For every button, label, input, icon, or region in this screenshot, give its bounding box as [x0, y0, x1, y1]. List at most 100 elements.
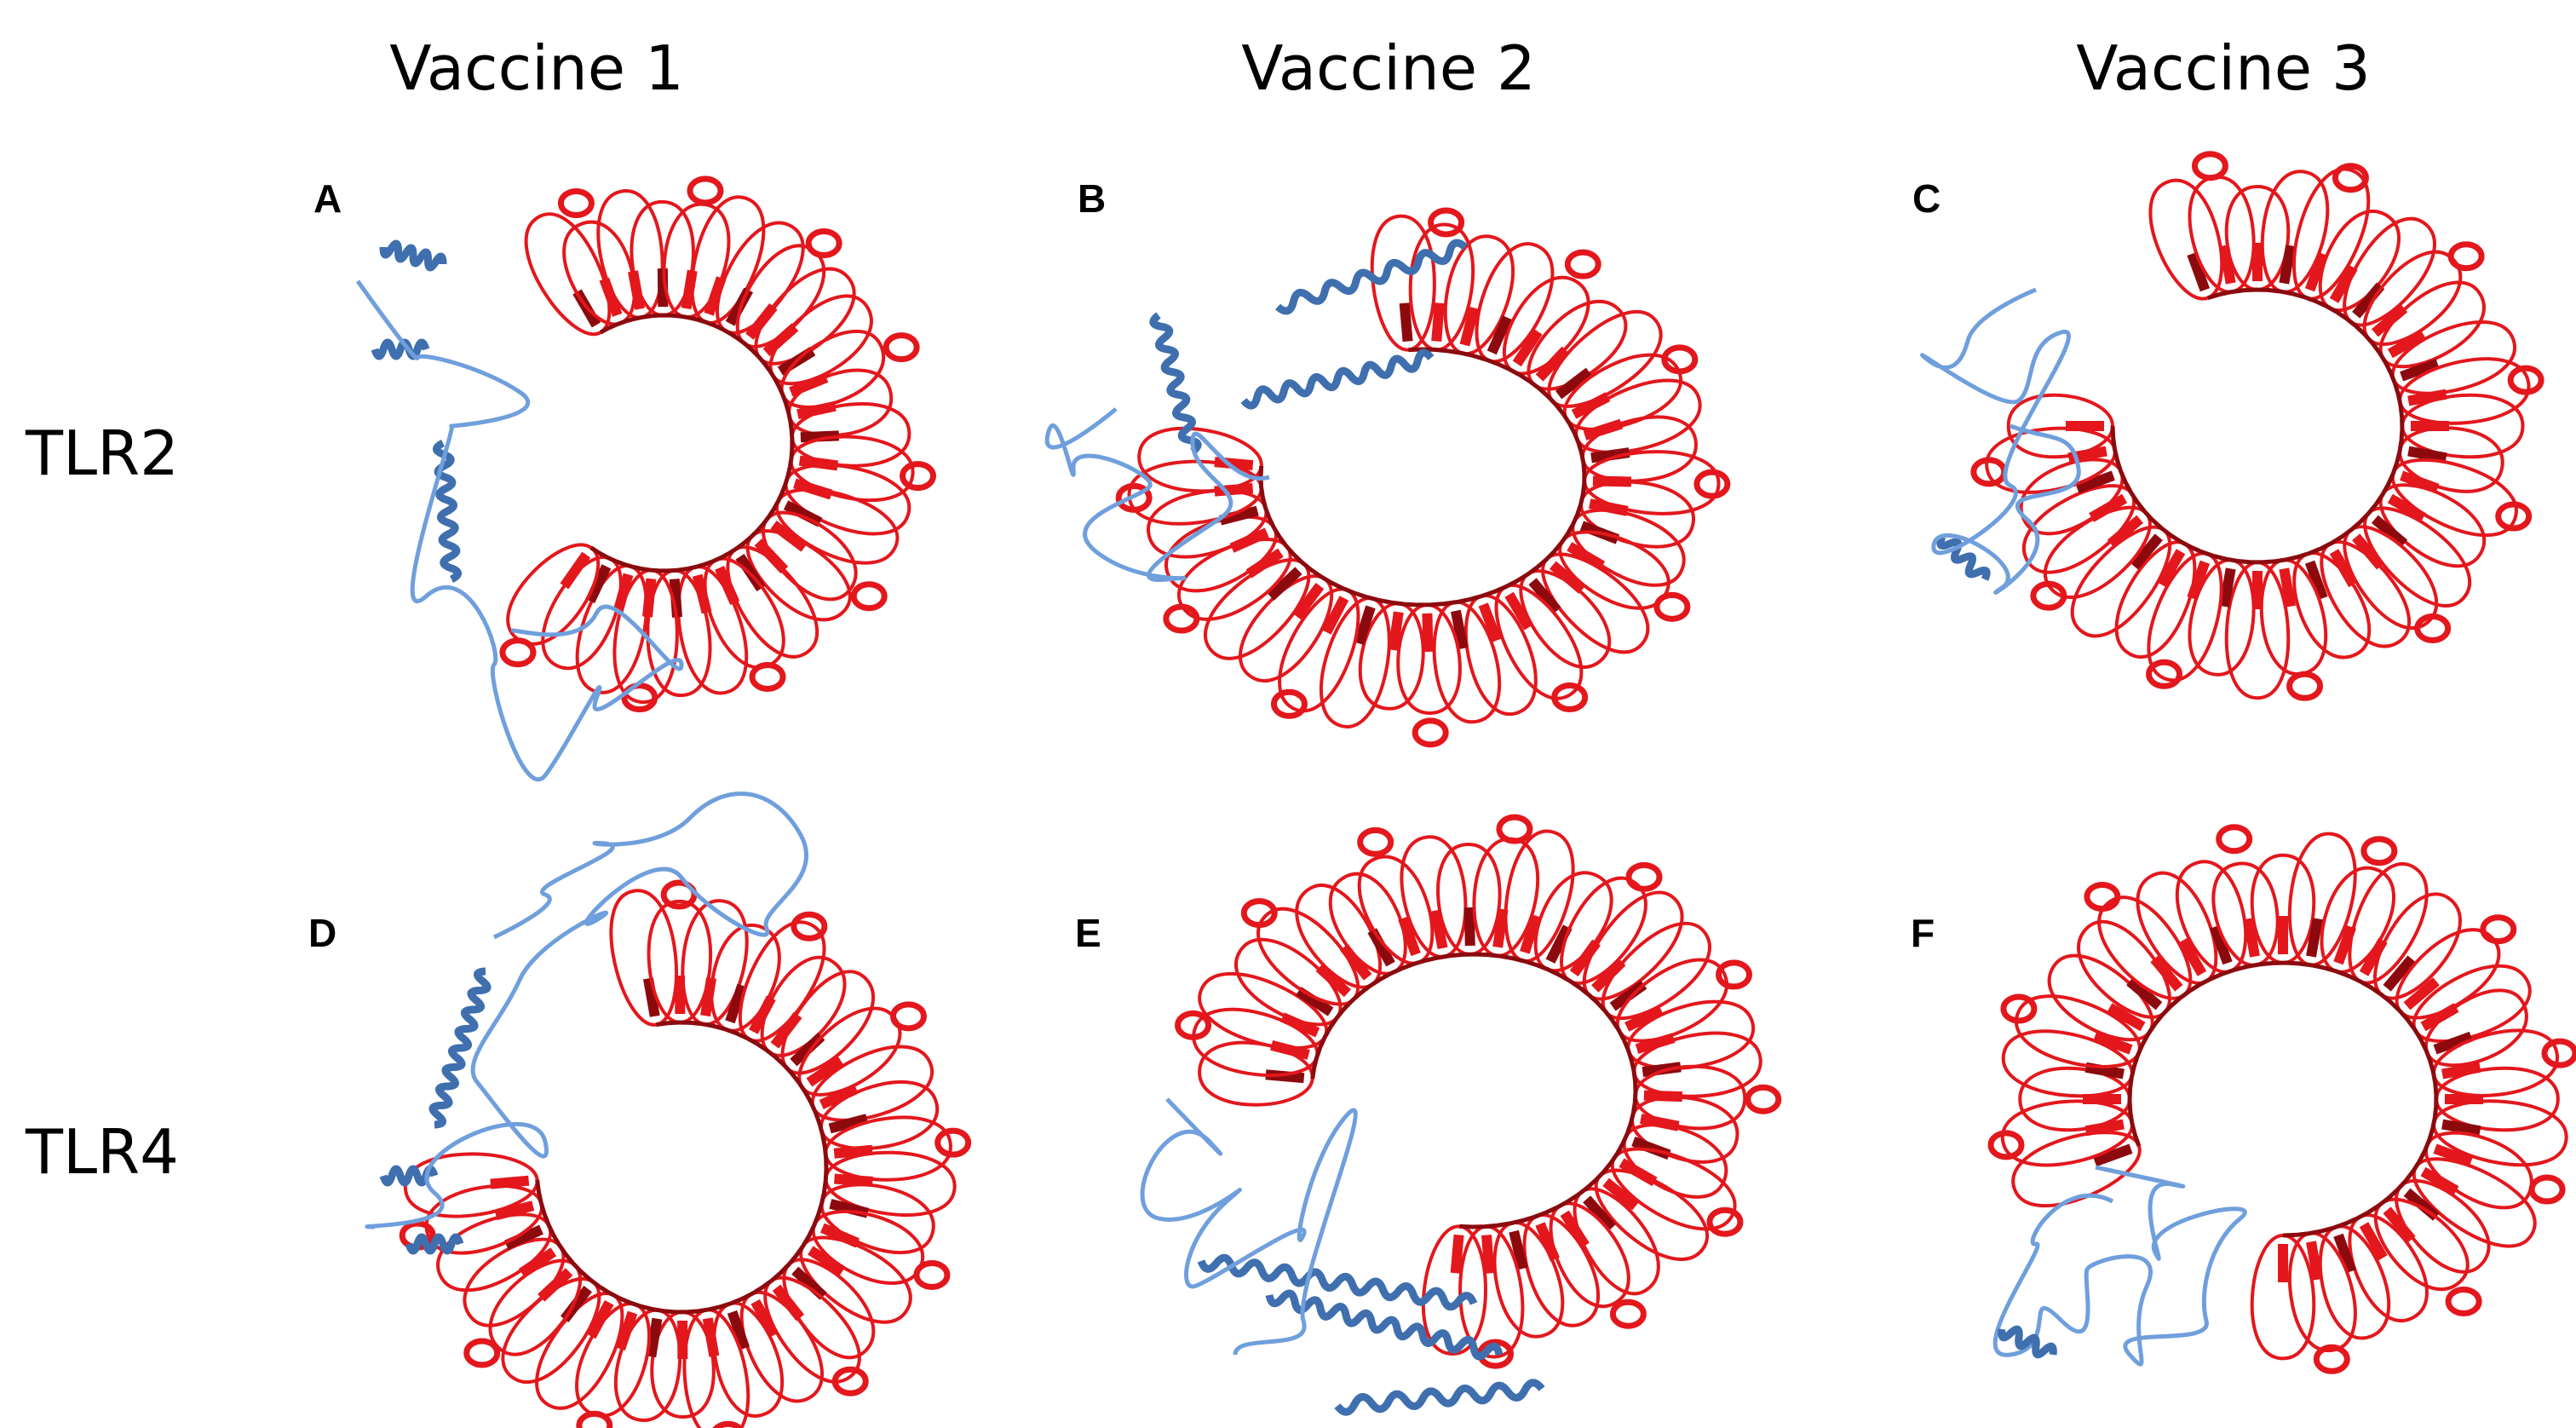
receptor-strand: [1528, 578, 1561, 614]
receptor-strand: [1555, 367, 1593, 400]
receptor-strand: [2279, 567, 2296, 607]
receptor-loop: [1574, 378, 1702, 454]
receptor-loop: [2343, 525, 2439, 631]
receptor-helix-turn: [2528, 1174, 2566, 1205]
receptor-helix-turn: [1115, 482, 1153, 513]
receptor-loop: [1436, 843, 1502, 957]
row-title-tlr4: TLR4: [26, 1116, 179, 1188]
receptor-strand: [1567, 542, 1606, 571]
receptor-helix-turn: [883, 332, 920, 363]
panel-letter-a: A: [313, 176, 342, 221]
receptor-loop: [1458, 1224, 1525, 1359]
receptor-ribbon: [1115, 207, 1731, 748]
receptor-loop: [463, 1237, 566, 1327]
receptor-helix-turn: [1625, 861, 1663, 892]
column-title-vaccine-1: Vaccine 1: [389, 32, 684, 104]
receptor-loop: [2374, 1197, 2470, 1291]
receptor-loop: [1396, 602, 1462, 715]
receptor-strand: [2407, 446, 2447, 464]
receptor-helix-turn: [749, 661, 786, 692]
receptor-loop: [1198, 971, 1329, 1051]
receptor-strand: [1296, 987, 1334, 1016]
receptor-strand: [1463, 907, 1475, 947]
panel-e-svg: [1140, 814, 1782, 1416]
receptor-strand: [828, 1114, 869, 1134]
receptor-loop: [2148, 178, 2224, 301]
receptor-strand: [2209, 924, 2233, 965]
receptor-helix-turn: [2507, 365, 2544, 395]
receptor-strand: [2441, 1062, 2481, 1080]
receptor-helix-turn: [1745, 1084, 1782, 1114]
receptor-strand: [2420, 1166, 2459, 1195]
vaccine-helix: [1275, 239, 1468, 315]
panel-letter-c: C: [1912, 176, 1941, 221]
receptor-strand: [2400, 358, 2440, 382]
receptor-helix-turn: [1270, 688, 1308, 719]
receptor-strand: [615, 1310, 638, 1351]
vaccine-ribbon: [355, 239, 684, 781]
receptor-loop: [2318, 1224, 2391, 1340]
receptor-strand: [1459, 306, 1480, 347]
receptor-helix-turn: [1175, 1010, 1212, 1040]
receptor-loop: [2260, 170, 2330, 294]
receptor-helix-turn: [621, 682, 658, 713]
receptor-strand: [791, 1266, 827, 1300]
receptor-loop: [1610, 1147, 1737, 1231]
receptor-strand: [1589, 498, 1629, 516]
receptor-helix-turn: [557, 187, 595, 218]
receptor-loop: [2147, 551, 2223, 682]
receptor-strand: [2329, 264, 2358, 303]
panel-c-svg: [1920, 151, 2544, 701]
receptor-helix-turn: [1428, 207, 1465, 238]
receptor-helix-turn: [2286, 671, 2324, 701]
receptor-strand: [2093, 1143, 2133, 1167]
receptor-strand: [1267, 567, 1302, 601]
receptor-strand: [2407, 389, 2447, 406]
receptor-loop: [1492, 1221, 1565, 1339]
panel-d-structure: [324, 791, 988, 1428]
receptor-strand: [2304, 560, 2328, 601]
receptor-strand: [2359, 937, 2388, 976]
receptor-loop: [2002, 1029, 2134, 1098]
vaccine-loop: [1044, 407, 1270, 583]
vaccine-ribbon: [365, 791, 809, 1255]
receptor-strand: [2372, 515, 2408, 548]
receptor-strand: [1450, 1234, 1464, 1274]
panel-e-structure: [1133, 814, 1797, 1423]
receptor-loop: [2250, 853, 2316, 964]
row-title-tlr2: TLR2: [26, 417, 179, 489]
receptor-helix-turn: [687, 176, 724, 206]
receptor-loop: [1400, 835, 1468, 959]
receptor-strand: [2383, 1206, 2416, 1243]
receptor-strand: [2387, 330, 2426, 359]
receptor-loop: [2320, 866, 2395, 974]
receptor-strand: [2306, 1241, 2323, 1281]
receptor-loop: [2432, 1099, 2568, 1167]
receptor-loop: [2424, 988, 2528, 1068]
receptor-backbone: [2110, 287, 2405, 565]
receptor-strand: [1535, 346, 1570, 382]
receptor-loop: [1319, 596, 1391, 728]
receptor-strand: [1219, 505, 1259, 526]
receptor-strand: [2157, 549, 2186, 588]
receptor-ribbon: [399, 879, 972, 1428]
receptor-loop: [1370, 214, 1436, 352]
receptor-ribbon: [499, 176, 937, 713]
receptor-helix-turn: [2445, 1286, 2482, 1316]
receptor-loop: [787, 368, 894, 438]
receptor-strand: [490, 1175, 530, 1189]
receptor-strand: [1504, 591, 1533, 631]
panel-b-svg: [1044, 207, 1731, 748]
receptor-strand: [1280, 1012, 1320, 1038]
receptor-loop: [2250, 1234, 2316, 1361]
receptor-strand: [727, 1310, 750, 1350]
receptor-ribbon: [1970, 151, 2544, 701]
receptor-helix-turn: [1653, 591, 1691, 622]
receptor-strand: [1560, 1210, 1590, 1249]
receptor-strand: [1549, 561, 1586, 594]
receptor-helix-turn: [1412, 717, 1449, 748]
receptor-strand: [750, 1298, 779, 1339]
vaccine-loop: [1140, 1097, 1358, 1356]
receptor-loop: [1278, 587, 1360, 713]
receptor-strand: [1388, 611, 1404, 651]
